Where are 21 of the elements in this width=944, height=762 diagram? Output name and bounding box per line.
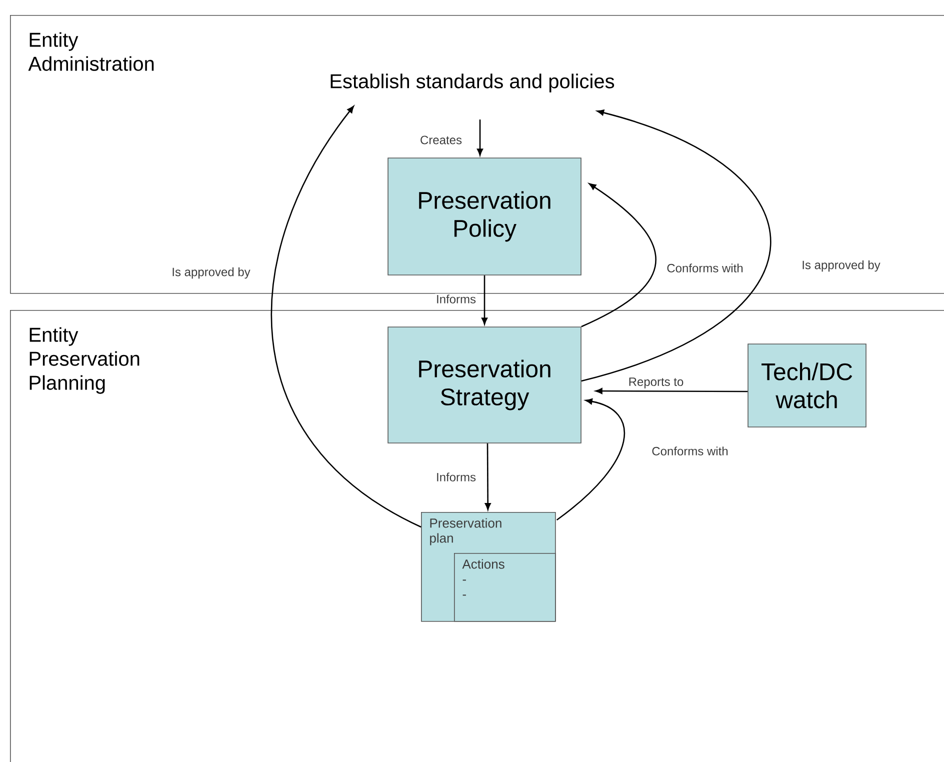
arrow (556, 398, 626, 520)
edge-label: Reports to (627, 376, 685, 390)
edge-label: Conforms with (650, 446, 730, 456)
edge-label: Informs (435, 472, 477, 482)
edge-label: Is approved by (800, 259, 882, 273)
arrow (482, 275, 488, 325)
arrow (581, 183, 656, 328)
edge-label: Creates (419, 134, 464, 146)
process-box: Preservation Strategy (388, 326, 582, 444)
arrow (271, 106, 422, 528)
heading-text: Establish standards and policies (330, 74, 614, 92)
arrow (595, 388, 748, 394)
arrow (484, 443, 491, 510)
edge-label: Informs (435, 294, 477, 304)
edge-label: Is approved by (170, 266, 252, 280)
edge-label: Conforms with (666, 262, 744, 274)
process-box: Tech/DC watch (748, 344, 866, 428)
actions-box: Actions - - (454, 553, 556, 622)
arrow (581, 110, 771, 382)
process-box: Preservation Policy (388, 158, 582, 276)
arrow (477, 120, 483, 156)
